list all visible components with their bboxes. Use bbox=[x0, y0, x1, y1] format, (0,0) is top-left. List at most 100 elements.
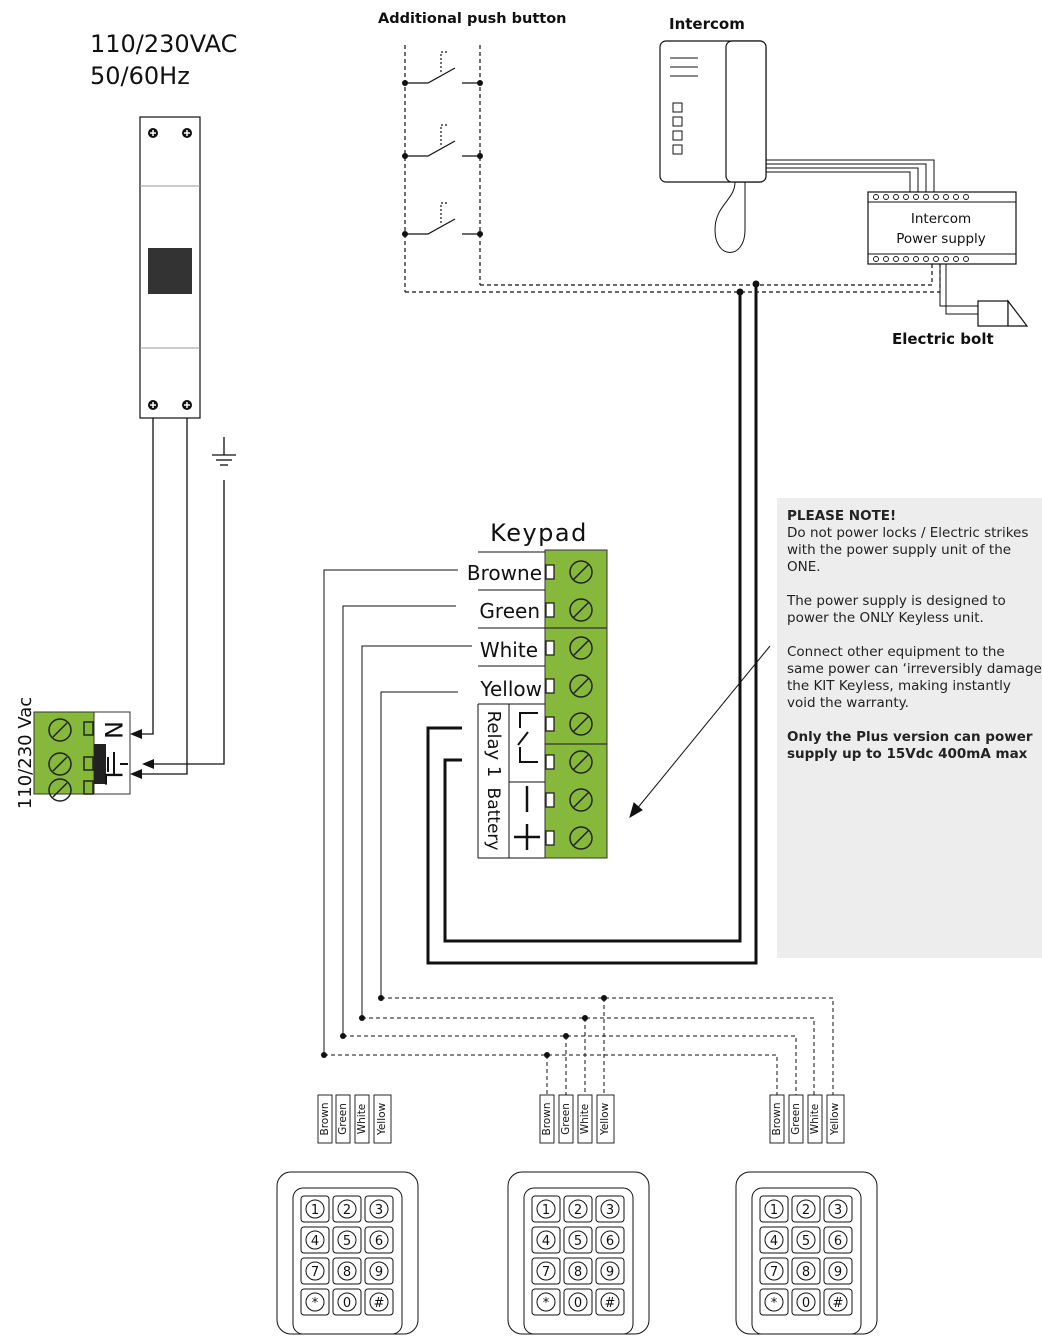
keypad-key: 2 bbox=[563, 1195, 593, 1223]
keypad-key-label: 4 bbox=[311, 1234, 319, 1249]
keypad-key-label: 6 bbox=[606, 1234, 614, 1249]
keypad-key: # bbox=[364, 1288, 394, 1316]
keypad-key: 5 bbox=[332, 1226, 362, 1254]
keypad-key-label: * bbox=[543, 1296, 550, 1311]
intercom-ps-line1: Intercom bbox=[911, 211, 971, 227]
intercom-ps-line2: Power supply bbox=[896, 231, 986, 247]
keypad-key-label: 8 bbox=[802, 1265, 810, 1280]
keypad-key: 0 bbox=[332, 1288, 362, 1316]
mains-frequency-label: 50/60Hz bbox=[90, 62, 190, 90]
keypad-key: 9 bbox=[364, 1257, 394, 1285]
note-arrow bbox=[629, 645, 771, 819]
keypad-key: 8 bbox=[791, 1257, 821, 1285]
relay-contact-icon bbox=[517, 712, 538, 763]
keypad-key-label: 3 bbox=[834, 1203, 842, 1218]
keypad-key-label: 1 bbox=[311, 1203, 319, 1218]
note-paragraph-1: Do not power locks / Electric strikes wi… bbox=[787, 525, 1029, 575]
warning-note: PLEASE NOTE! Do not power locks / Electr… bbox=[777, 498, 1042, 958]
keypad-key-label: 7 bbox=[542, 1265, 550, 1280]
keypad-key: 3 bbox=[364, 1195, 394, 1223]
keypad-bus-wires bbox=[324, 997, 834, 1095]
input-terminal-label: 110/230 Vac bbox=[15, 697, 36, 809]
keypad-key-label: 3 bbox=[375, 1203, 383, 1218]
keypad-key: 4 bbox=[759, 1226, 789, 1254]
wire-tag-label: Yellow bbox=[376, 1102, 388, 1136]
keypad-key-label: 4 bbox=[542, 1234, 550, 1249]
keypad-key: 1 bbox=[531, 1195, 561, 1223]
keypad-key: 3 bbox=[823, 1195, 853, 1223]
bolt-wires bbox=[939, 264, 978, 315]
keypad-key-label: 1 bbox=[770, 1203, 778, 1218]
battery-group-label: Battery bbox=[483, 788, 503, 851]
keypad-key-label: 6 bbox=[834, 1234, 842, 1249]
keypad-key: 1 bbox=[759, 1195, 789, 1223]
electric-bolt-label: Electric bolt bbox=[892, 330, 994, 348]
keypad-key-label: 0 bbox=[574, 1296, 582, 1311]
wire-tags-3 bbox=[769, 1094, 845, 1144]
keypad-key: 4 bbox=[300, 1226, 330, 1254]
note-paragraph-4: Only the Plus version can power supply u… bbox=[787, 729, 1033, 762]
wire-tag-label: Brown bbox=[771, 1103, 783, 1136]
plus-icon bbox=[514, 824, 540, 850]
terminal-label-browne: Browne bbox=[467, 561, 542, 585]
keypad-key-label: 5 bbox=[343, 1234, 351, 1249]
keypad-key: * bbox=[759, 1288, 789, 1316]
note-title: PLEASE NOTE! bbox=[787, 508, 897, 524]
keypad-label: Keypad bbox=[490, 519, 588, 547]
keypad-key: 9 bbox=[823, 1257, 853, 1285]
wire-tag-label: White bbox=[356, 1104, 368, 1135]
mains-voltage-label: 110/230VAC bbox=[90, 30, 237, 58]
keypad-key-label: 2 bbox=[343, 1203, 351, 1218]
keypad-key: 6 bbox=[595, 1226, 625, 1254]
keypad-key: 4 bbox=[531, 1226, 561, 1254]
keypad-key-label: 0 bbox=[343, 1296, 351, 1311]
keypad-key-label: * bbox=[312, 1296, 319, 1311]
intercom-wires bbox=[766, 159, 935, 192]
keypad-key: 5 bbox=[563, 1226, 593, 1254]
keypad-key: 0 bbox=[791, 1288, 821, 1316]
terminal-label-yellow: Yellow bbox=[479, 677, 542, 701]
keypad-key: * bbox=[300, 1288, 330, 1316]
relay-wires bbox=[426, 282, 758, 965]
wire-tags-2 bbox=[539, 1094, 615, 1144]
keypad-key-label: 0 bbox=[802, 1296, 810, 1311]
wire-tag-label: Green bbox=[790, 1103, 802, 1135]
mains-wires bbox=[140, 418, 225, 775]
keypad-key: 9 bbox=[595, 1257, 625, 1285]
keypad-key-label: 7 bbox=[770, 1265, 778, 1280]
keypad-key-label: 9 bbox=[834, 1265, 842, 1280]
keypad-key-label: 3 bbox=[606, 1203, 614, 1218]
keypad-key-label: 9 bbox=[606, 1265, 614, 1280]
keypad-key-label: 9 bbox=[375, 1265, 383, 1280]
wire-tags-1 bbox=[317, 1094, 392, 1144]
wire-tag-label: Brown bbox=[319, 1103, 331, 1136]
keypad-key-label: 8 bbox=[343, 1265, 351, 1280]
keypad-key: 1 bbox=[300, 1195, 330, 1223]
keypad-key-label: 5 bbox=[574, 1234, 582, 1249]
keypad-key: # bbox=[823, 1288, 853, 1316]
keypad-key: 6 bbox=[364, 1226, 394, 1254]
wire-tag-label: Green bbox=[337, 1103, 349, 1135]
keypad-wires bbox=[323, 569, 472, 1055]
note-paragraph-2: The power supply is designed to power th… bbox=[787, 593, 1006, 626]
wire-tag-label: White bbox=[579, 1104, 591, 1135]
keypad-key: 6 bbox=[823, 1226, 853, 1254]
electric-bolt-icon bbox=[977, 299, 1029, 327]
terminal-label-white: White bbox=[480, 638, 538, 662]
intercom-handset-icon bbox=[659, 40, 767, 253]
keypad-key: # bbox=[595, 1288, 625, 1316]
keypad-key-label: 2 bbox=[802, 1203, 810, 1218]
keypad-key-label: 4 bbox=[770, 1234, 778, 1249]
input-l-symbol: L bbox=[99, 771, 127, 785]
keypad-key-label: # bbox=[374, 1296, 385, 1311]
keypad-key-label: 6 bbox=[375, 1234, 383, 1249]
keypad-key: 8 bbox=[332, 1257, 362, 1285]
arrow-icon bbox=[130, 729, 154, 779]
wire-tag-label: Brown bbox=[541, 1103, 553, 1136]
keypad-key-label: # bbox=[833, 1296, 844, 1311]
keypad-key-label: 2 bbox=[574, 1203, 582, 1218]
keypad-key-label: * bbox=[771, 1296, 778, 1311]
